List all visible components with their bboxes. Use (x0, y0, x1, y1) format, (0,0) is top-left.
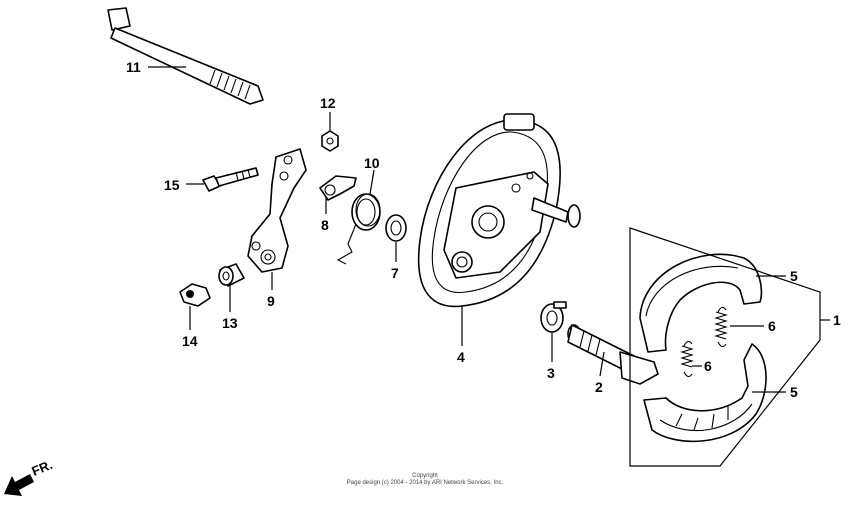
callout-14: 14 (182, 333, 198, 349)
front-direction-label: FR. (30, 457, 55, 479)
callout-8: 8 (321, 217, 329, 233)
part-return-spring (336, 193, 381, 265)
part-nut (321, 130, 339, 152)
callout-10: 10 (364, 155, 380, 171)
callout-7: 7 (391, 265, 399, 281)
part-axle-bolt (107, 7, 264, 105)
callout-5-upper: 5 (790, 268, 798, 284)
callout-5-lower: 5 (790, 384, 798, 400)
part-small-bolt (202, 167, 259, 192)
part-brake-shoe-upper (639, 253, 763, 353)
part-brake-panel (417, 113, 581, 308)
part-wear-indicator (319, 175, 357, 201)
callout-6-lower: 6 (704, 358, 712, 374)
part-shoe-spring-lower (680, 340, 694, 378)
leader-lines (148, 66, 830, 393)
part-collar (218, 263, 245, 287)
part-shoe-spring-upper (714, 306, 728, 348)
part-brake-arm (247, 148, 307, 273)
assembly-bracket (629, 227, 821, 467)
callout-15: 15 (164, 177, 180, 193)
callout-6-upper: 6 (768, 318, 776, 334)
callout-13: 13 (222, 315, 238, 331)
front-direction-arrow: FR. (4, 457, 55, 496)
callout-11: 11 (126, 59, 141, 75)
callout-2: 2 (595, 379, 603, 395)
part-felt-seal (385, 214, 407, 242)
callout-12: 12 (320, 95, 336, 111)
copyright-line-2: Page design (c) 2004 - 2014 by ARI Netwo… (347, 480, 504, 486)
part-washer (540, 301, 567, 333)
callout-3: 3 (547, 365, 555, 381)
copyright-line-1: Copyright (412, 473, 438, 479)
callout-4: 4 (457, 349, 465, 365)
callout-9: 9 (267, 293, 275, 309)
callout-1: 1 (833, 312, 841, 328)
part-joint-pin (179, 283, 211, 307)
part-brake-shoe-lower (643, 343, 767, 443)
